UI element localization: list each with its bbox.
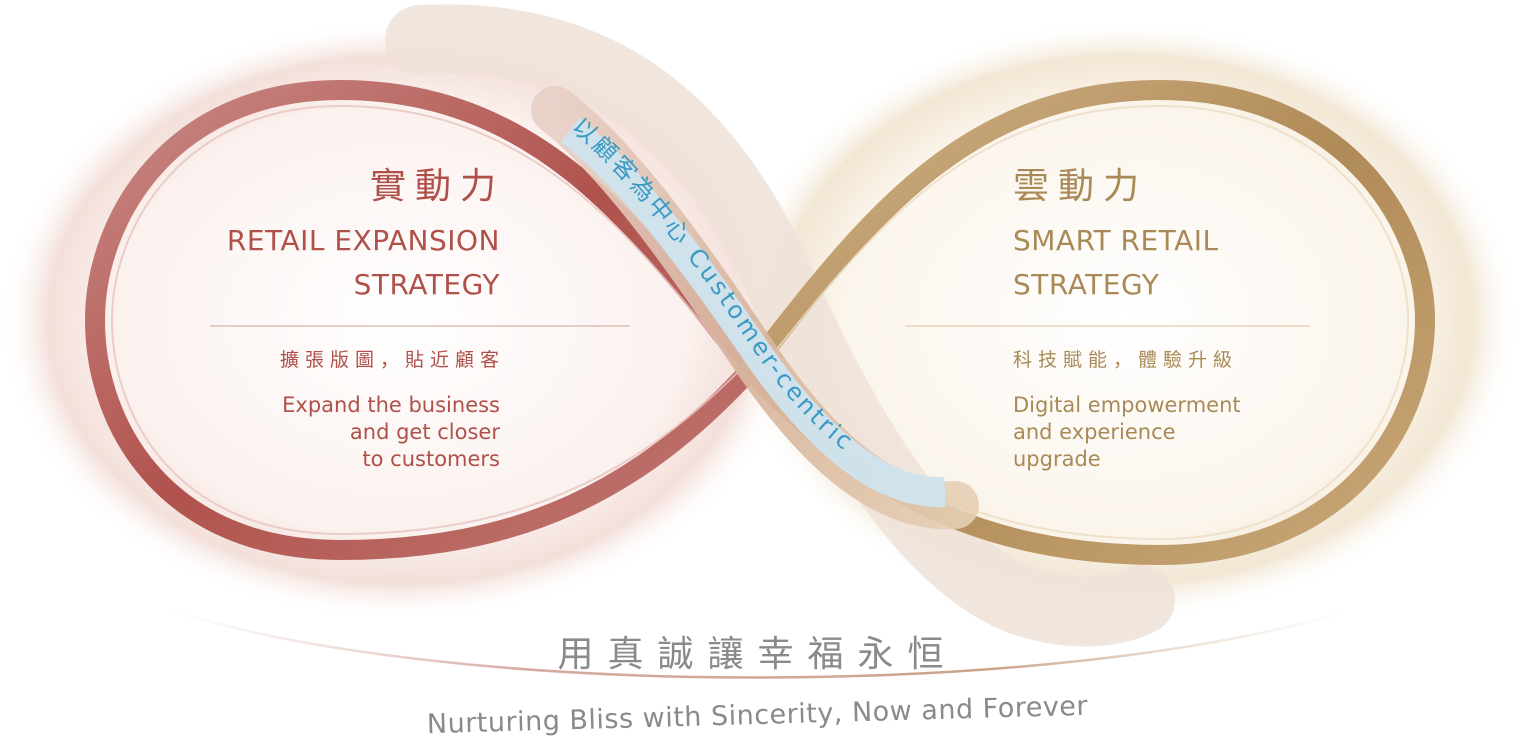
left-sub-zh: 擴張版圖，貼近顧客 [279,349,505,371]
right-sub-en-line1: Digital empowerment [1013,393,1241,417]
left-sub-en-line3: to customers [362,447,500,471]
left-sub-en-line1: Expand the business [282,393,500,417]
slogan-zh: 用真誠讓幸福永恒 [557,634,958,675]
left-loop [84,79,764,561]
left-sub-en-line2: and get closer [349,420,500,444]
left-title-zh: 實動力 [369,166,505,207]
right-title-en-line2: STRATEGY [1013,268,1160,301]
left-loop-inner-line [110,104,741,536]
right-glow [730,20,1515,620]
right-title-zh: 雲動力 [1013,166,1149,207]
right-loop [736,79,1436,566]
right-sub-zh: 科技賦能，體驗升級 [1013,349,1239,371]
center-band [560,118,946,508]
right-sub-en-line2: and experience [1013,420,1176,444]
back-ribbon [385,4,1175,647]
right-sub-en-line3: upgrade [1013,447,1101,471]
right-title-en-line1: SMART RETAIL [1013,224,1219,257]
right-loop-inner-line [759,104,1410,541]
left-title-en-line2: STRATEGY [353,268,500,301]
bottom-arc [169,608,1351,679]
left-title-en-line1: RETAIL EXPANSION [226,224,500,257]
